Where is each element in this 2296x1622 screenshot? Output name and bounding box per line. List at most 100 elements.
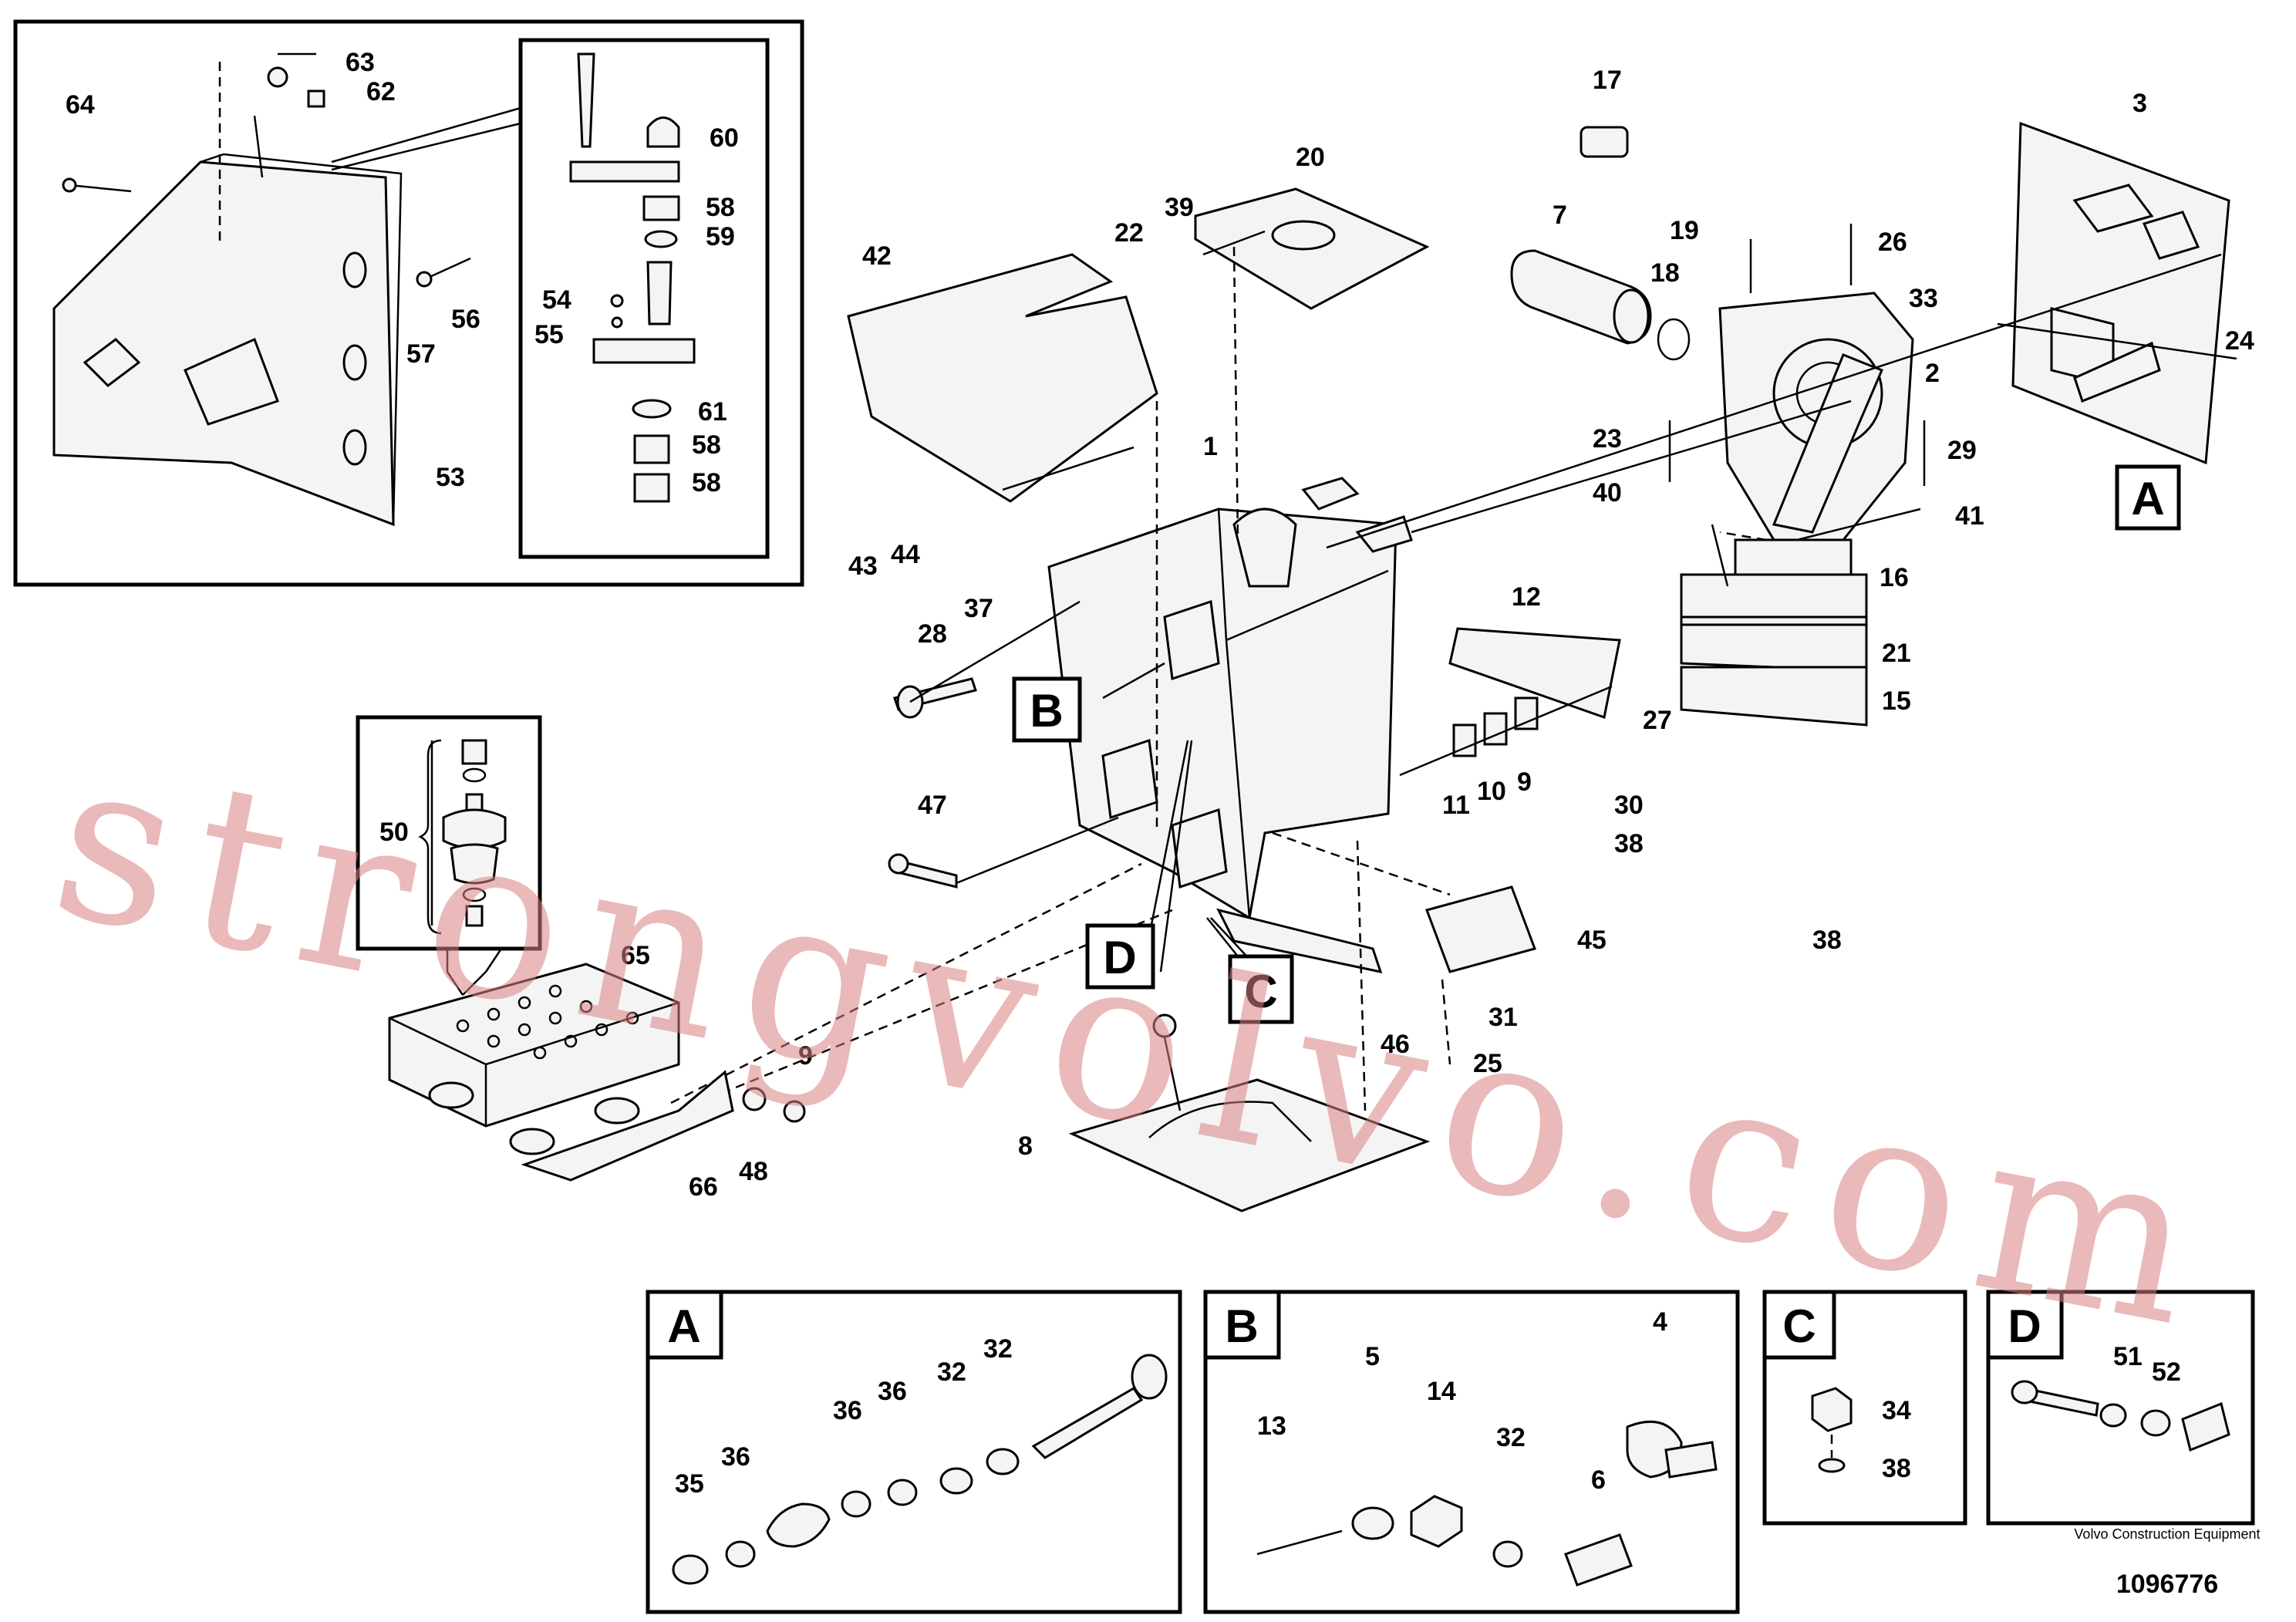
detail-leader bbox=[331, 106, 521, 164]
publisher-text: Volvo Construction Equipment bbox=[2074, 1526, 2260, 1542]
callout-32c: 32 bbox=[1496, 1423, 1526, 1452]
callout-20: 20 bbox=[1296, 143, 1325, 172]
callout-58c: 58 bbox=[692, 468, 721, 497]
floor-plate bbox=[1068, 1078, 1431, 1212]
callout-65: 65 bbox=[621, 941, 650, 970]
callout-6: 6 bbox=[1591, 1465, 1606, 1495]
callout-57: 57 bbox=[406, 339, 436, 369]
callout-32b: 32 bbox=[983, 1334, 1013, 1364]
callout-28: 28 bbox=[918, 619, 947, 649]
callout-9b: 9 bbox=[798, 1041, 813, 1071]
callout-14: 14 bbox=[1427, 1377, 1456, 1406]
callout-50: 50 bbox=[379, 818, 409, 847]
callout-51: 51 bbox=[2113, 1342, 2143, 1371]
callout-54: 54 bbox=[542, 285, 571, 315]
callout-16: 16 bbox=[1880, 563, 1909, 592]
callout-36b: 36 bbox=[833, 1396, 862, 1425]
detail-c: C bbox=[1762, 1290, 1967, 1526]
callout-64: 64 bbox=[66, 90, 95, 120]
callout-1: 1 bbox=[1203, 432, 1218, 461]
detail-a: A bbox=[646, 1290, 1182, 1614]
callout-56: 56 bbox=[451, 305, 480, 334]
callout-66: 66 bbox=[689, 1172, 718, 1202]
callout-34: 34 bbox=[1882, 1396, 1911, 1425]
callout-21: 21 bbox=[1882, 639, 1911, 668]
callout-42: 42 bbox=[862, 241, 892, 271]
callout-11: 11 bbox=[1442, 791, 1470, 820]
isolator-assembly bbox=[356, 715, 806, 1182]
callout-8: 8 bbox=[1018, 1131, 1033, 1161]
callout-46: 46 bbox=[1381, 1030, 1410, 1059]
callout-58b: 58 bbox=[692, 430, 721, 460]
callout-53: 53 bbox=[436, 463, 465, 492]
callout-44: 44 bbox=[891, 540, 920, 569]
main-tags: A B C D bbox=[1012, 464, 2181, 1024]
callout-33: 33 bbox=[1909, 284, 1938, 313]
callout-23: 23 bbox=[1593, 424, 1622, 454]
callout-27: 27 bbox=[1643, 706, 1672, 735]
callout-59: 59 bbox=[706, 222, 735, 251]
seat-bracket bbox=[521, 1070, 734, 1182]
tag-b: B bbox=[1030, 685, 1063, 737]
callout-36a: 36 bbox=[721, 1442, 750, 1472]
callout-18: 18 bbox=[1650, 258, 1680, 288]
callout-4: 4 bbox=[1653, 1307, 1667, 1337]
callout-labels: 1 2 3 4 5 6 7 8 9 9 10 11 12 13 14 15 16… bbox=[66, 48, 2254, 1499]
detail-d: D bbox=[1986, 1290, 2255, 1526]
callout-12: 12 bbox=[1512, 582, 1541, 612]
callout-3: 3 bbox=[2132, 89, 2147, 118]
callout-30: 30 bbox=[1614, 791, 1644, 820]
svg-text:D: D bbox=[2008, 1300, 2041, 1352]
callout-35: 35 bbox=[675, 1469, 704, 1499]
callout-48: 48 bbox=[739, 1157, 768, 1186]
callout-24: 24 bbox=[2225, 326, 2254, 356]
callout-61: 61 bbox=[698, 397, 727, 427]
callout-32a: 32 bbox=[937, 1357, 966, 1387]
tag-a: A bbox=[2131, 473, 2164, 524]
callout-39: 39 bbox=[1165, 193, 1194, 222]
tag-c: C bbox=[1244, 966, 1277, 1017]
callout-19: 19 bbox=[1670, 216, 1699, 245]
inset-top-left bbox=[13, 19, 804, 587]
callout-62: 62 bbox=[366, 77, 396, 106]
callout-22: 22 bbox=[1114, 218, 1144, 248]
callout-36c: 36 bbox=[878, 1377, 907, 1406]
callout-13: 13 bbox=[1257, 1411, 1286, 1441]
callout-31: 31 bbox=[1489, 1003, 1518, 1032]
callout-40: 40 bbox=[1593, 478, 1622, 508]
callout-38a: 38 bbox=[1614, 829, 1644, 858]
callout-9a: 9 bbox=[1517, 767, 1532, 797]
callout-25: 25 bbox=[1473, 1049, 1502, 1078]
svg-text:B: B bbox=[1225, 1300, 1258, 1352]
callout-7: 7 bbox=[1553, 201, 1567, 230]
footer: Volvo Construction Equipment 1096776 bbox=[2074, 1526, 2260, 1599]
callout-41: 41 bbox=[1955, 501, 1984, 531]
svg-text:C: C bbox=[1782, 1300, 1816, 1352]
cover-plate bbox=[847, 253, 1158, 503]
drawing-number: 1096776 bbox=[2116, 1570, 2218, 1599]
tag-d: D bbox=[1103, 932, 1136, 983]
callout-60: 60 bbox=[710, 123, 739, 153]
callout-38b: 38 bbox=[1882, 1454, 1911, 1483]
callout-2: 2 bbox=[1925, 359, 1940, 388]
callout-63: 63 bbox=[346, 48, 375, 77]
callout-29: 29 bbox=[1947, 436, 1977, 465]
callout-15: 15 bbox=[1882, 686, 1911, 716]
callout-58a: 58 bbox=[706, 193, 735, 222]
main-assembly bbox=[670, 121, 2237, 1212]
callout-10: 10 bbox=[1477, 777, 1506, 806]
callout-37: 37 bbox=[964, 594, 993, 623]
spring-plate bbox=[2011, 121, 2230, 465]
detail-b: B bbox=[1203, 1290, 1740, 1614]
callout-47: 47 bbox=[918, 791, 947, 820]
callout-52: 52 bbox=[2152, 1357, 2181, 1387]
callout-45: 45 bbox=[1577, 926, 1607, 955]
callout-5: 5 bbox=[1365, 1342, 1380, 1371]
callout-55: 55 bbox=[534, 320, 564, 349]
callout-43: 43 bbox=[848, 551, 878, 581]
callout-26: 26 bbox=[1878, 228, 1907, 257]
callout-17: 17 bbox=[1593, 66, 1622, 95]
callout-38c: 38 bbox=[1812, 926, 1842, 955]
svg-text:A: A bbox=[667, 1300, 700, 1352]
